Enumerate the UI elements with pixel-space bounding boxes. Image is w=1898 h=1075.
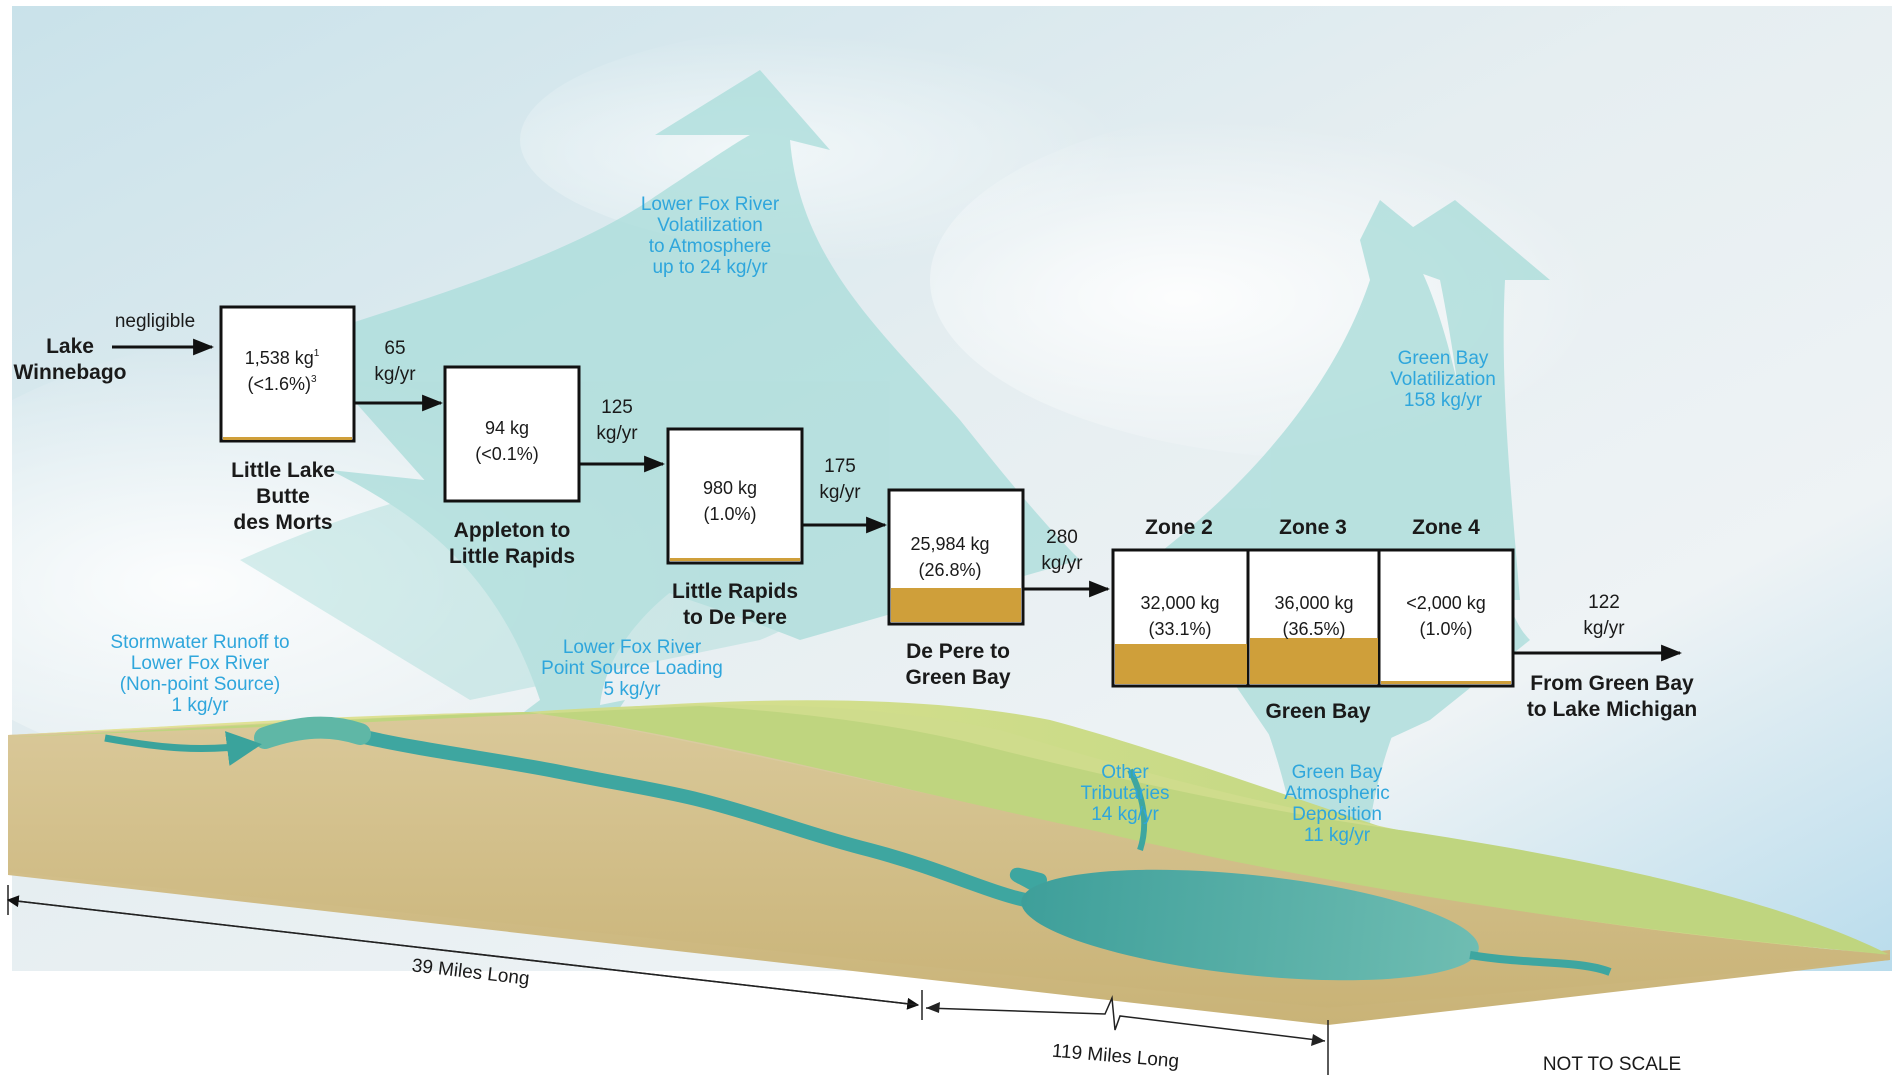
svg-text:Butte: Butte xyxy=(256,485,310,508)
svg-text:des Morts: des Morts xyxy=(233,511,332,534)
svg-text:Volatilization: Volatilization xyxy=(1390,369,1496,390)
svg-text:(26.8%): (26.8%) xyxy=(918,560,981,580)
point-source-label: Lower Fox River Point Source Loading 5 k… xyxy=(541,637,723,700)
svg-text:De Pere to: De Pere to xyxy=(906,640,1010,663)
svg-text:Green Bay: Green Bay xyxy=(905,666,1010,689)
zone-3-title: Zone 3 xyxy=(1279,516,1347,539)
zone-2-title: Zone 2 xyxy=(1145,516,1213,539)
outflow-label: to Lake Michigan xyxy=(1527,698,1697,721)
outflow-unit: kg/yr xyxy=(1583,618,1625,639)
stormwater-label: Stormwater Runoff to Lower Fox River (No… xyxy=(110,632,289,716)
svg-text:11 kg/yr: 11 kg/yr xyxy=(1304,825,1371,846)
tributaries-label: Other Tributaries 14 kg/yr xyxy=(1080,762,1169,825)
zone-2-sediment xyxy=(1115,644,1247,684)
segment-label-3: Little Rapids to De Pere xyxy=(672,580,798,629)
scale-arrowheads xyxy=(926,1002,1325,1046)
lake-winnebago-label: Lake xyxy=(46,335,94,358)
flow-1-unit: kg/yr xyxy=(374,364,416,385)
svg-text:14 kg/yr: 14 kg/yr xyxy=(1091,804,1159,825)
green-bay-label: Green Bay xyxy=(1265,700,1370,723)
zone-3-pct: (36.5%) xyxy=(1282,619,1345,639)
svg-text:5 kg/yr: 5 kg/yr xyxy=(603,679,661,700)
not-to-scale-label: NOT TO SCALE xyxy=(1543,1054,1681,1075)
svg-text:Little Lake: Little Lake xyxy=(231,459,335,482)
scale-119-miles: 119 Miles Long xyxy=(1051,1041,1180,1073)
flow-4-unit: kg/yr xyxy=(1041,553,1083,574)
svg-text:94 kg: 94 kg xyxy=(485,418,529,438)
segment-label-4: De Pere to Green Bay xyxy=(905,640,1010,689)
fox-river xyxy=(254,716,1612,981)
sediment-fill xyxy=(891,588,1021,622)
segment-label-2: Appleton to Little Rapids xyxy=(449,519,575,568)
zone-4-mass: <2,000 kg xyxy=(1406,593,1486,613)
outflow-value: 122 xyxy=(1588,592,1620,613)
segment-label-1: Little Lake Butte des Morts xyxy=(231,459,335,534)
svg-text:Lower Fox River: Lower Fox River xyxy=(131,653,270,674)
svg-text:Atmospheric: Atmospheric xyxy=(1284,783,1390,804)
inflow-rate-label: negligible xyxy=(115,311,195,332)
svg-text:Little Rapids: Little Rapids xyxy=(449,545,575,568)
sediment-fill xyxy=(670,558,800,561)
outflow-label: From Green Bay xyxy=(1530,672,1694,695)
svg-text:Green Bay: Green Bay xyxy=(1398,348,1489,369)
stormwater-arrow xyxy=(104,731,262,766)
svg-text:(<1.6%)3: (<1.6%)3 xyxy=(247,374,317,394)
flow-1-value: 65 xyxy=(384,338,405,359)
svg-text:Lower Fox River: Lower Fox River xyxy=(563,637,702,658)
zone-4-sediment xyxy=(1381,681,1511,684)
svg-text:to Atmosphere: to Atmosphere xyxy=(649,236,772,257)
flow-2-value: 125 xyxy=(601,397,633,418)
flow-3-unit: kg/yr xyxy=(819,482,861,503)
segment-box-4: 25,984 kg (26.8%) xyxy=(887,488,1025,626)
svg-text:(1.0%): (1.0%) xyxy=(703,504,756,524)
svg-text:Green Bay: Green Bay xyxy=(1292,762,1383,783)
svg-text:Other: Other xyxy=(1101,762,1149,783)
svg-text:Little Rapids: Little Rapids xyxy=(672,580,798,603)
zone-3-mass: 36,000 kg xyxy=(1274,593,1353,613)
svg-text:1,538 kg1: 1,538 kg1 xyxy=(245,348,320,368)
sediment-fill xyxy=(223,437,352,440)
bay-volatilization-label: Green Bay Volatilization 158 kg/yr xyxy=(1390,348,1496,411)
svg-text:Point Source Loading: Point Source Loading xyxy=(541,658,723,679)
segment-box-1: 1,538 kg1 (<1.6%)3 xyxy=(219,305,356,443)
flow-3-value: 175 xyxy=(824,456,856,477)
segment-box-3: 980 kg (1.0%) xyxy=(666,427,804,565)
fox-volatilization-label: Lower Fox River Volatilization to Atmosp… xyxy=(641,194,780,278)
svg-text:Lower Fox River: Lower Fox River xyxy=(641,194,780,215)
deposition-label: Green Bay Atmospheric Deposition 11 kg/y… xyxy=(1284,762,1390,846)
svg-text:1 kg/yr: 1 kg/yr xyxy=(171,695,229,716)
svg-text:up to 24 kg/yr: up to 24 kg/yr xyxy=(652,257,768,278)
green-bay-zones xyxy=(1111,548,1515,688)
flow-2-unit: kg/yr xyxy=(596,423,638,444)
zone-4-title: Zone 4 xyxy=(1412,516,1480,539)
zone-2-pct: (33.1%) xyxy=(1148,619,1211,639)
svg-text:Stormwater Runoff to: Stormwater Runoff to xyxy=(110,632,289,653)
zone-4-pct: (1.0%) xyxy=(1419,619,1472,639)
svg-text:Volatilization: Volatilization xyxy=(657,215,763,236)
zone-3-sediment xyxy=(1250,638,1378,684)
svg-text:158 kg/yr: 158 kg/yr xyxy=(1404,390,1483,411)
scale-bars xyxy=(6,885,1329,1075)
lake-winnebago-label: Winnebago xyxy=(14,361,127,384)
svg-text:(<0.1%): (<0.1%) xyxy=(475,444,539,464)
zone-2-mass: 32,000 kg xyxy=(1140,593,1219,613)
svg-text:to De Pere: to De Pere xyxy=(683,606,787,629)
green-bay-water xyxy=(1021,869,1479,981)
flow-4-value: 280 xyxy=(1046,527,1078,548)
svg-text:Appleton to: Appleton to xyxy=(454,519,571,542)
segment-box-2: 94 kg (<0.1%) xyxy=(443,365,581,503)
svg-text:(Non-point Source): (Non-point Source) xyxy=(120,674,281,695)
svg-text:980 kg: 980 kg xyxy=(703,478,757,498)
svg-text:25,984 kg: 25,984 kg xyxy=(910,534,989,554)
svg-text:Deposition: Deposition xyxy=(1292,804,1382,825)
svg-text:Tributaries: Tributaries xyxy=(1080,783,1169,804)
